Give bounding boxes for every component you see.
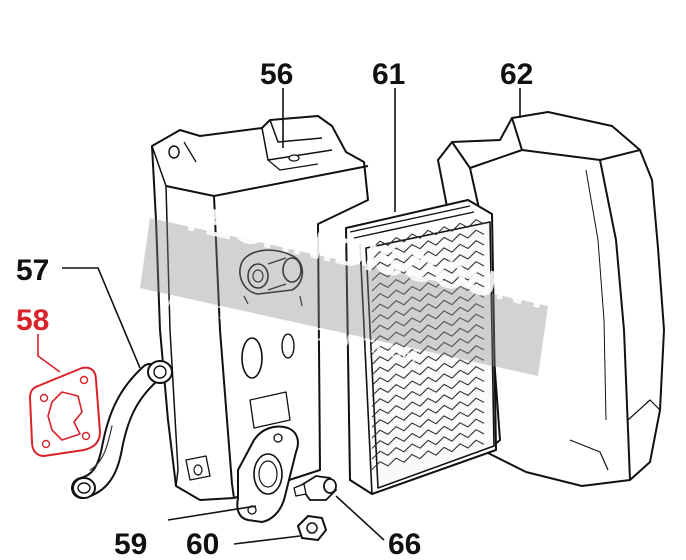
filter-pleat-line [371, 429, 485, 460]
filter-pleat-line [371, 334, 485, 365]
filter-pleat-line [371, 397, 485, 428]
callout-61: 61 [372, 58, 405, 91]
filter-pleat-line [371, 313, 485, 344]
filter-pleat-line [371, 271, 485, 302]
filter-pleat-line [371, 229, 485, 260]
filter-pleat-line [371, 324, 485, 355]
watermark-banner [140, 218, 548, 376]
callout-57: 57 [16, 254, 49, 287]
filter-pleat-line [371, 261, 485, 292]
part-59-mount-gasket [236, 425, 299, 523]
filter-pleat-line [371, 345, 485, 376]
leader-66 [335, 495, 385, 541]
filter-pleat-line [371, 439, 485, 470]
leader-lines [37, 88, 521, 545]
part-57-breather-hose [71, 360, 173, 499]
part-61-filter-element [345, 199, 497, 495]
callouts: 56 61 62 57 58 59 60 66 [16, 58, 533, 560]
filter-pleat-line [371, 219, 485, 250]
callout-62: 62 [500, 58, 533, 91]
filter-pleat-line [371, 282, 485, 313]
leader-57 [62, 267, 141, 369]
filter-pleat-line [371, 366, 485, 397]
filter-pleat-line [371, 418, 485, 449]
filter-pleat-line [371, 292, 485, 323]
filter-pleat-line [371, 240, 485, 271]
part-56-filter-housing [151, 115, 369, 501]
callout-56: 56 [260, 58, 293, 91]
part-66-fitting [293, 475, 338, 501]
callout-58: 58 [16, 304, 49, 337]
filter-pleat-line [371, 376, 485, 407]
filter-pleat-line [371, 355, 485, 386]
callout-59: 59 [114, 528, 147, 560]
filter-pleat-line [371, 250, 485, 281]
leader-58 [37, 334, 61, 373]
leader-59 [167, 505, 257, 521]
leader-60 [233, 535, 301, 545]
filter-pleat-line [371, 408, 485, 439]
filter-pleat-line [371, 303, 485, 334]
part-58-gasket [29, 366, 101, 457]
callout-60: 60 [186, 528, 219, 560]
filter-pleat-line [371, 387, 485, 418]
callout-66: 66 [388, 528, 421, 560]
part-60-nut [297, 515, 327, 541]
